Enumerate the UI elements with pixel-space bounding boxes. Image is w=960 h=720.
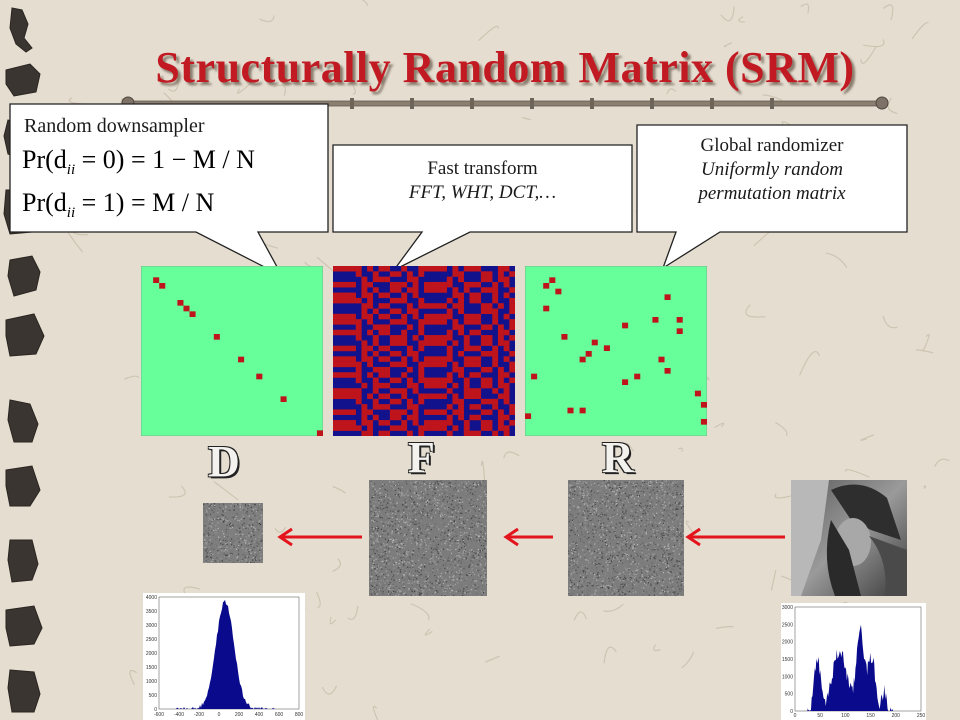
matrix-r-entry: [543, 305, 550, 312]
hist-left-y-tick: 1500: [146, 665, 157, 671]
hist-left-x-tick: 0: [218, 712, 221, 718]
matrix-r-entry: [634, 373, 641, 380]
matrix-r-entry: [622, 322, 629, 329]
transformed-noise-image: [369, 480, 487, 596]
matrix-d-entry: [177, 300, 184, 306]
hist-right-x-tick: 250: [917, 713, 926, 719]
downsampler-matrix-d: [141, 266, 323, 436]
matrix-f-label: F: [408, 433, 435, 482]
hist-left-y-tick: 3500: [146, 609, 157, 615]
matrix-r-entry: [543, 283, 550, 289]
hist-left-y-tick: 2000: [146, 651, 157, 657]
matrix-r-entry: [700, 402, 707, 408]
hist-right-y-tick: 1500: [782, 657, 793, 663]
downsampler-label: Random downsampler: [24, 115, 205, 137]
matrix-r-entry: [591, 339, 598, 346]
randomizer-title: Global randomizer: [700, 135, 844, 156]
hist-right-x-tick: 0: [794, 713, 797, 719]
matrix-d-entry: [159, 283, 166, 289]
arrowhead-f: [503, 527, 519, 547]
matrix-d-entry: [280, 396, 287, 402]
transform-examples: FFT, WHT, DCT,…: [408, 182, 557, 203]
matrix-r-entry: [658, 356, 665, 363]
downsampled-measurement-image: [203, 503, 263, 563]
matrix-r-entry: [579, 356, 586, 363]
matrix-r-entry: [664, 294, 671, 300]
matrix-r-entry: [694, 390, 701, 397]
hist-right-x-tick: 200: [892, 713, 901, 719]
matrix-r-entry: [561, 334, 568, 340]
arrowhead-r: [685, 527, 701, 547]
downsampler-equation-1: Pr(dii = 0) = 1 − M / N: [22, 145, 255, 179]
matrix-r-entry: [549, 277, 556, 283]
matrix-d-entry: [189, 311, 196, 317]
transform-callout: Fast transform FFT, WHT, DCT,…: [333, 157, 632, 205]
randomizer-callout: Global randomizer Uniformly random permu…: [637, 134, 907, 206]
matrix-r-entry: [664, 368, 671, 374]
matrix-r-label: R: [602, 433, 634, 482]
randomizer-desc-1: Uniformly random: [701, 159, 843, 180]
matrix-r-entry: [555, 288, 562, 295]
hist-right-y-tick: 2000: [782, 640, 793, 646]
arrowhead-d: [277, 527, 293, 547]
hist-left-x-tick: -600: [154, 712, 164, 718]
hist-right-x-tick: 50: [817, 713, 823, 719]
matrix-r-entry: [579, 407, 586, 414]
hist-left-y-tick: 500: [149, 693, 158, 699]
hist-left-x-tick: -200: [194, 712, 204, 718]
randomized-noise-image: [568, 480, 684, 596]
hist-left-y-tick: 4000: [146, 595, 157, 601]
transform-title: Fast transform: [427, 158, 538, 179]
hist-left-x-tick: 200: [235, 712, 244, 718]
matrix-r-entry: [531, 373, 538, 380]
source-image-photo: [791, 480, 907, 596]
hist-right-x-tick: 100: [841, 713, 850, 719]
slide-title: Structurally Random Matrix (SRM): [155, 43, 855, 92]
callout-shapes: [9, 103, 908, 278]
matrix-d-entry: [238, 356, 245, 363]
matrix-r-entry: [525, 413, 532, 419]
matrix-d-entry: [183, 305, 190, 312]
hist-right-y-tick: 2500: [782, 622, 793, 628]
hist-left-x-tick: 800: [295, 712, 304, 718]
hist-right-y-tick: 3000: [782, 605, 793, 611]
matrix-r-entry: [700, 419, 707, 425]
hist-left-y-tick: 0: [154, 707, 157, 713]
matrix-d-entry: [256, 373, 263, 380]
hist-left-y-tick: 2500: [146, 637, 157, 643]
hist-left-x-tick: 600: [275, 712, 284, 718]
hist-left-y-tick: 3000: [146, 623, 157, 629]
matrix-r-entry: [622, 379, 629, 385]
hist-right-y-tick: 0: [790, 709, 793, 715]
hist-left-x-tick: 400: [255, 712, 264, 718]
matrix-r-entry: [676, 317, 683, 323]
hist-left-y-tick: 1000: [146, 679, 157, 685]
matrix-r-entry: [603, 345, 610, 351]
matrix-r-entry: [652, 317, 659, 323]
matrix-d-label: D: [208, 437, 240, 486]
histogram-source-image: 3000 2500 2000 1500 1000 500 0 0 50 100 150 200 250: [781, 603, 926, 720]
matrix-d-entry: [213, 334, 220, 340]
matrix-d-entry: [316, 430, 323, 436]
hist-right-y-tick: 500: [785, 692, 794, 698]
hist-right-y-tick: 1000: [782, 674, 793, 680]
matrix-r-entry: [585, 351, 592, 357]
matrix-r-entry: [567, 407, 574, 414]
transform-matrix-f: [333, 266, 515, 436]
matrix-d-entry: [153, 277, 160, 283]
hist-left-x-tick: -400: [174, 712, 184, 718]
processing-arrows: [277, 527, 785, 547]
downsampler-equation-2: Pr(dii = 1) = M / N: [22, 188, 215, 222]
randomizer-desc-2: permutation matrix: [698, 183, 846, 204]
randomizer-matrix-r: [525, 266, 707, 436]
matrix-r-entry: [676, 328, 683, 334]
hist-right-x-tick: 150: [866, 713, 875, 719]
